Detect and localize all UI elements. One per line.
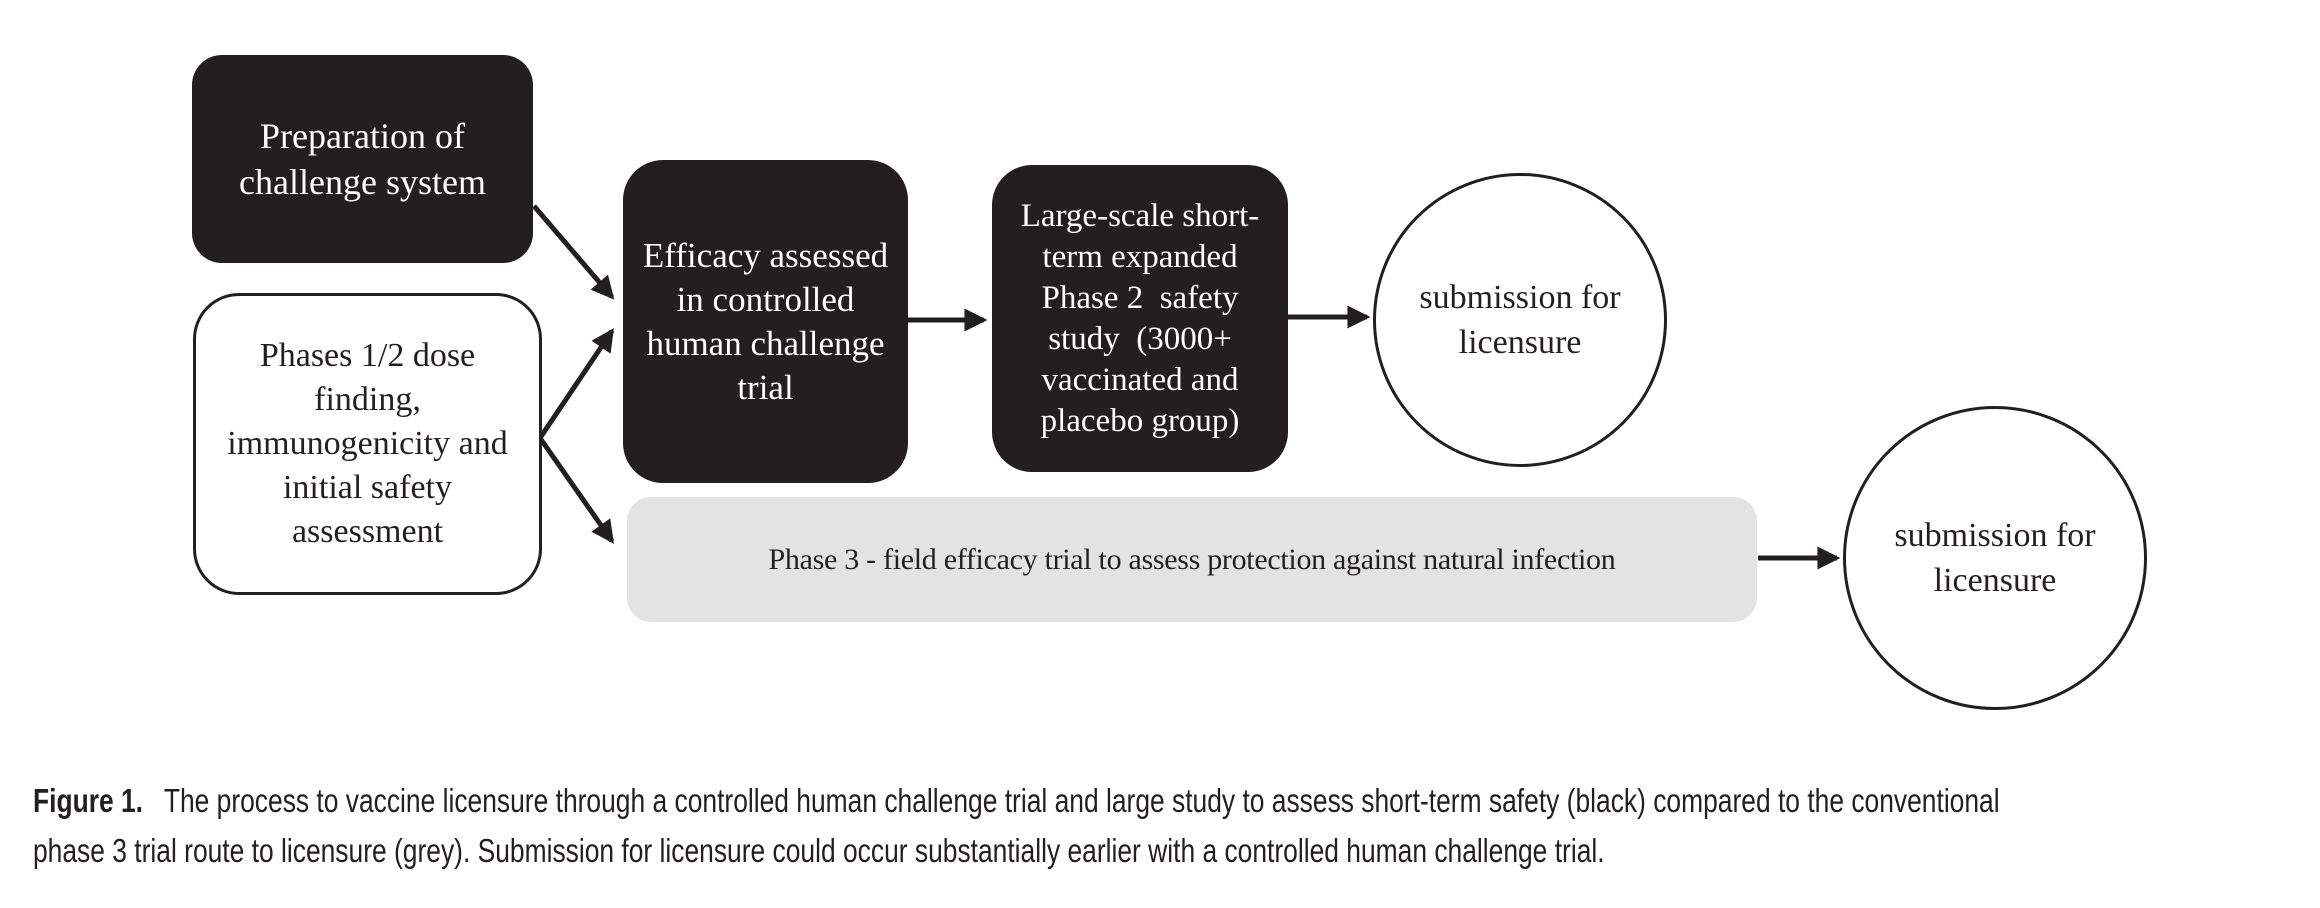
text-line: Phase 2 safety	[1041, 279, 1239, 316]
node-phase3-field-efficacy-trial: Phase 3 - field efficacy trial to assess…	[627, 497, 1757, 622]
text-line: trial	[737, 367, 794, 407]
node-text: Phases 1/2 dose finding, immunogenicity …	[196, 334, 539, 554]
text-line: Preparation of	[260, 116, 465, 156]
text-line: in controlled	[676, 279, 855, 319]
node-text: submission for licensure	[1846, 513, 2144, 603]
text-line: assessment	[291, 513, 444, 550]
text-line: submission for	[1894, 517, 2096, 554]
node-efficacy-controlled-human-challenge-trial: Efficacy assessed in controlled human ch…	[623, 160, 908, 483]
node-text: submission for licensure	[1376, 275, 1664, 365]
text-line: study (3000+	[1048, 320, 1232, 357]
node-phases-1-2-dose-finding: Phases 1/2 dose finding, immunogenicity …	[193, 293, 542, 595]
text-line: Phase 3 - field efficacy trial to assess…	[768, 542, 1616, 576]
text-line: term expanded	[1042, 238, 1238, 275]
arrow-icon-phases12-to-challenge-trial	[537, 328, 615, 440]
node-text: Phase 3 - field efficacy trial to assess…	[627, 543, 1757, 577]
figure-label: Figure 1.	[33, 782, 144, 819]
node-text: Large-scale short- term expanded Phase 2…	[992, 196, 1288, 442]
text-line: licensure	[1933, 562, 2057, 599]
node-text: Efficacy assessed in controlled human ch…	[623, 234, 908, 410]
text-line: submission for	[1419, 279, 1621, 316]
caption-text: The process to vaccine licensure through…	[163, 782, 2000, 819]
node-large-scale-phase2-safety-study: Large-scale short- term expanded Phase 2…	[992, 165, 1288, 472]
node-submission-for-licensure-phase3-route: submission for licensure	[1843, 406, 2147, 710]
text-line: initial safety	[282, 469, 452, 506]
caption-line-2: phase 3 trial route to licensure (grey).…	[33, 832, 1605, 869]
caption-line-1: Figure 1. The process to vaccine licensur…	[33, 776, 2297, 826]
text-line: Phases 1/2 dose	[259, 337, 476, 374]
text-line: vaccinated and	[1041, 361, 1239, 398]
node-preparation-of-challenge-system: Preparation of challenge system	[192, 55, 533, 263]
text-line: human challenge	[646, 323, 885, 363]
text-line: finding,	[314, 381, 421, 418]
node-submission-for-licensure-challenge-route: submission for licensure	[1373, 173, 1667, 467]
text-line: immunogenicity and	[227, 425, 508, 462]
text-line: Large-scale short-	[1020, 197, 1260, 234]
arrow-icon-preparation-to-challenge-trial	[532, 204, 615, 300]
text-line: licensure	[1458, 324, 1582, 361]
text-line: challenge system	[239, 162, 486, 202]
text-line: placebo group)	[1040, 402, 1240, 439]
figure-caption: Figure 1. The process to vaccine licensur…	[33, 776, 2297, 876]
node-text: Preparation of challenge system	[192, 113, 533, 205]
arrow-icon-phases12-to-phase3-field	[537, 436, 615, 544]
text-line: Efficacy assessed	[642, 235, 889, 275]
